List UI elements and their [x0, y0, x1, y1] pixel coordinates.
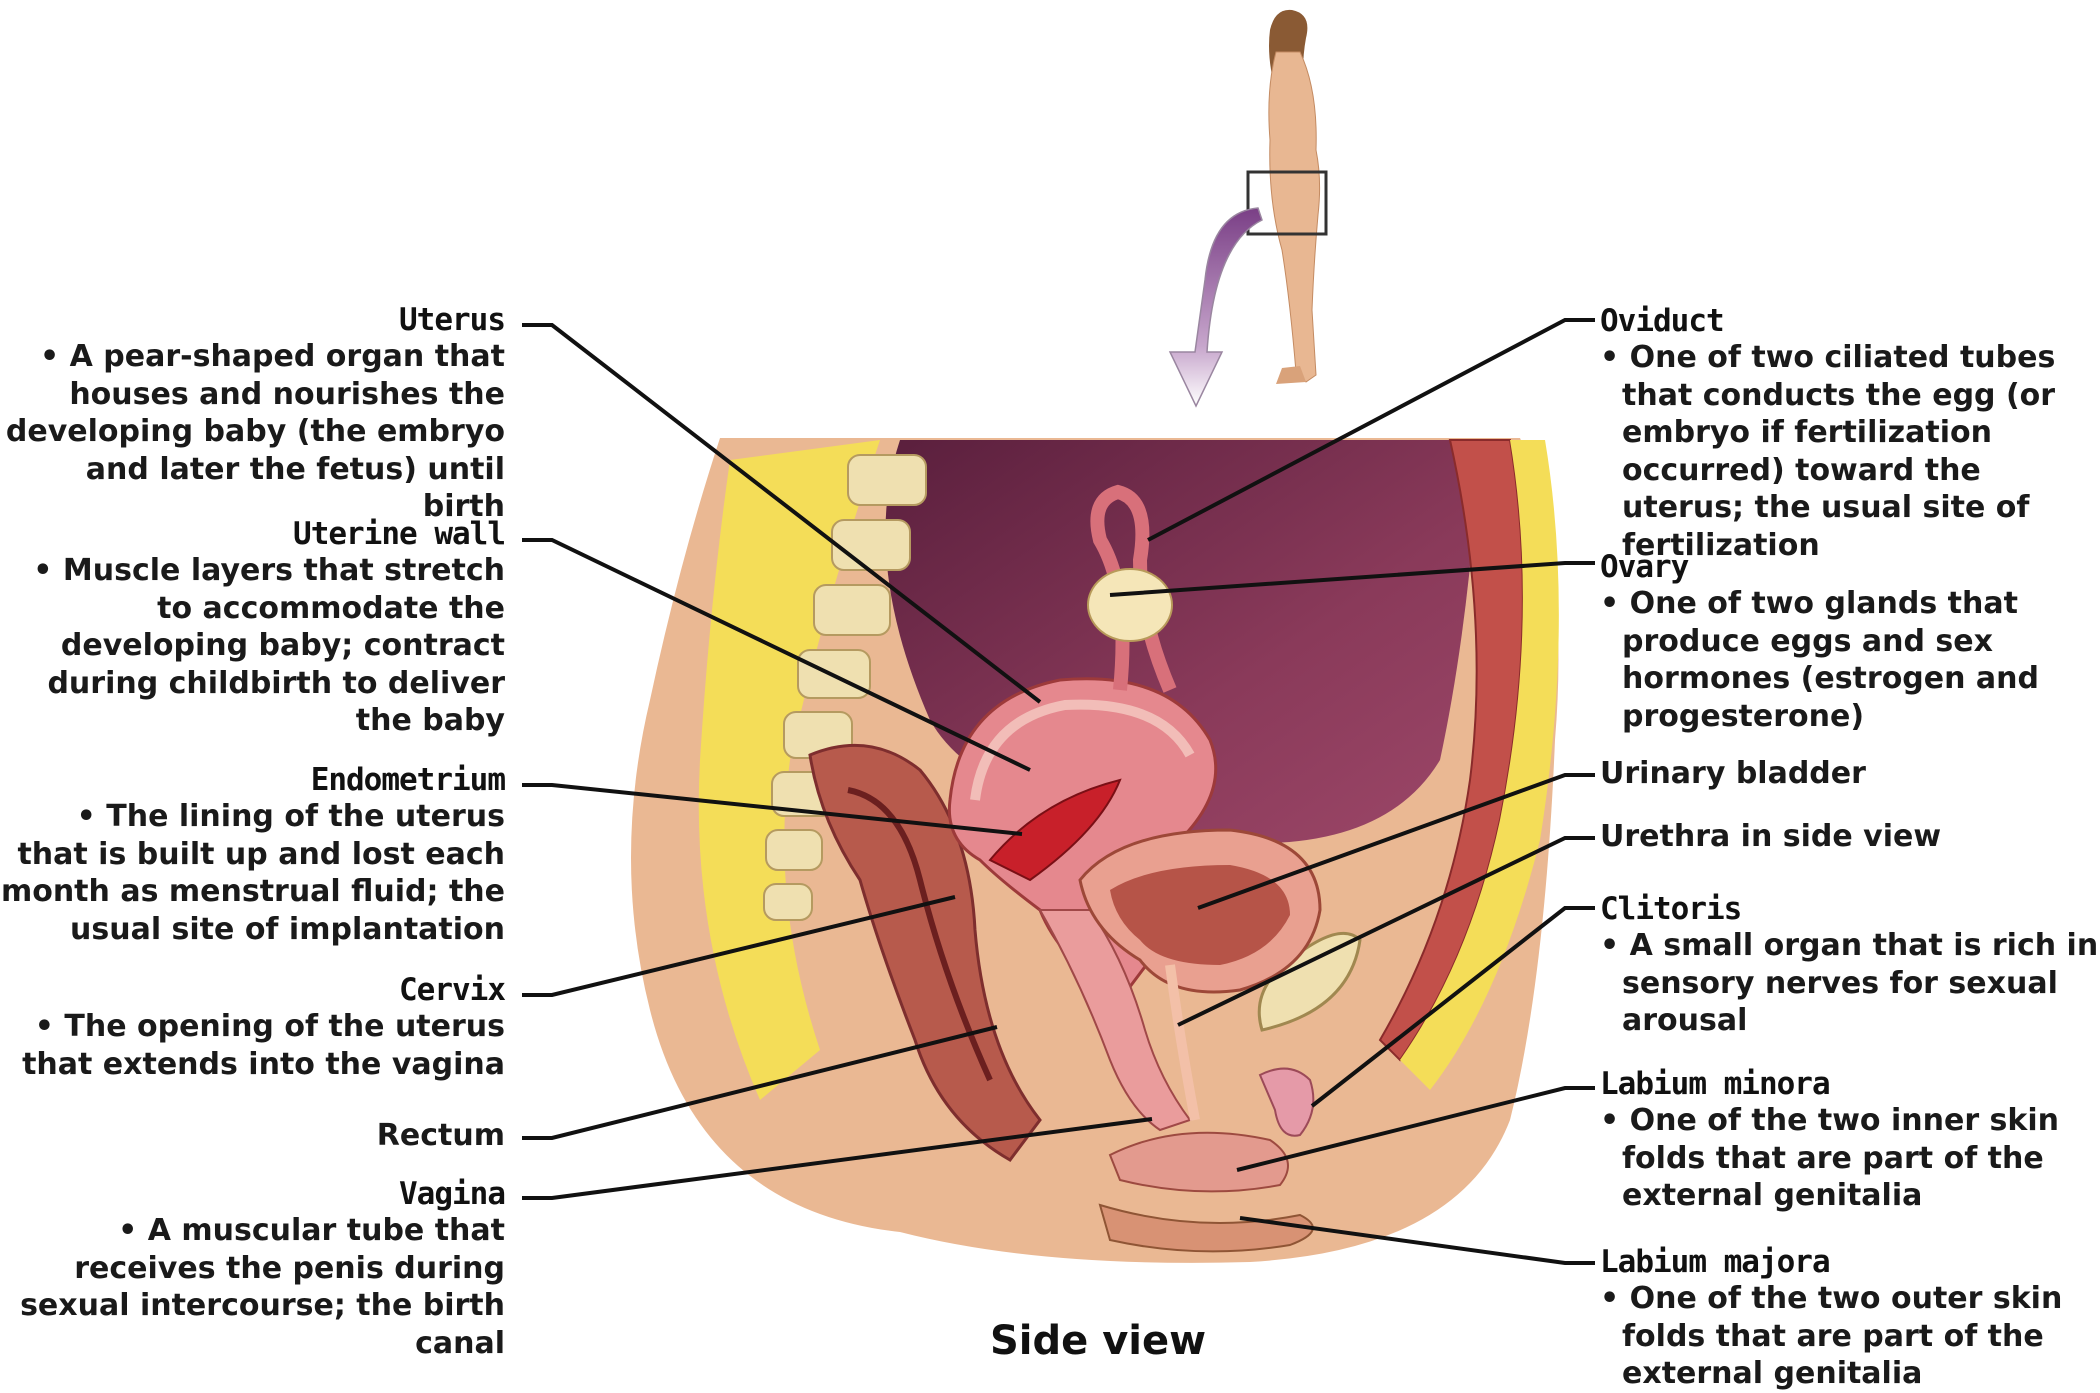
- label-labium-majora: Labium majora • One of the two outer ski…: [1600, 1244, 2100, 1393]
- label-uterine-wall: Uterine wall • Muscle layers that stretc…: [0, 516, 505, 740]
- label-uterus: Uterus • A pear-shaped organ that houses…: [0, 302, 505, 526]
- label-vagina: Vagina • A muscular tube that receives t…: [0, 1176, 505, 1362]
- label-title: Oviduct: [1600, 303, 2100, 339]
- label-desc: • One of two glands that produce eggs an…: [1600, 585, 2100, 735]
- label-desc: • A muscular tube that receives the peni…: [0, 1212, 505, 1362]
- label-desc: • The lining of the uterus that is built…: [0, 798, 505, 948]
- label-title: Endometrium: [0, 762, 505, 798]
- label-urethra: Urethra in side view: [1600, 818, 2100, 856]
- figure-body: [1269, 52, 1320, 382]
- label-desc: • A pear-shaped organ that houses and no…: [0, 338, 505, 526]
- ovary: [1088, 569, 1172, 641]
- label-title: Uterine wall: [0, 516, 505, 552]
- label-title: Cervix: [0, 972, 505, 1008]
- label-desc: • Muscle layers that stretch to accommod…: [0, 552, 505, 740]
- label-title: Clitoris: [1600, 891, 2100, 927]
- pelvis-section: [631, 438, 1559, 1263]
- label-endometrium: Endometrium • The lining of the uterus t…: [0, 762, 505, 948]
- label-title: Uterus: [0, 302, 505, 338]
- label-oviduct: Oviduct • One of two ciliated tubes that…: [1600, 303, 2100, 564]
- label-title: Ovary: [1600, 549, 2100, 585]
- label-title: Vagina: [0, 1176, 505, 1212]
- label-clitoris: Clitoris • A small organ that is rich in…: [1600, 891, 2100, 1040]
- label-desc: • One of the two outer skin folds that a…: [1600, 1280, 2100, 1393]
- label-title: Urinary bladder: [1600, 755, 2100, 793]
- reference-figure: [1170, 10, 1326, 406]
- zoom-arrow: [1170, 208, 1262, 406]
- label-desc: • A small organ that is rich in sensory …: [1600, 927, 2100, 1040]
- label-ovary: Ovary • One of two glands that produce e…: [1600, 549, 2100, 735]
- label-title: Labium majora: [1600, 1244, 2100, 1280]
- label-desc: • The opening of the uterus that extends…: [0, 1008, 505, 1083]
- label-desc: • One of the two inner skin folds that a…: [1600, 1102, 2100, 1215]
- label-title: Rectum: [0, 1117, 505, 1155]
- label-title: Labium minora: [1600, 1066, 2100, 1102]
- label-urinary-bladder: Urinary bladder: [1600, 755, 2100, 793]
- label-labium-minora: Labium minora • One of the two inner ski…: [1600, 1066, 2100, 1215]
- label-rectum: Rectum: [0, 1117, 505, 1155]
- view-caption: Side view: [990, 1318, 1206, 1364]
- label-desc: • One of two ciliated tubes that conduct…: [1600, 339, 2100, 564]
- label-title: Urethra in side view: [1600, 818, 2100, 856]
- label-cervix: Cervix • The opening of the uterus that …: [0, 972, 505, 1083]
